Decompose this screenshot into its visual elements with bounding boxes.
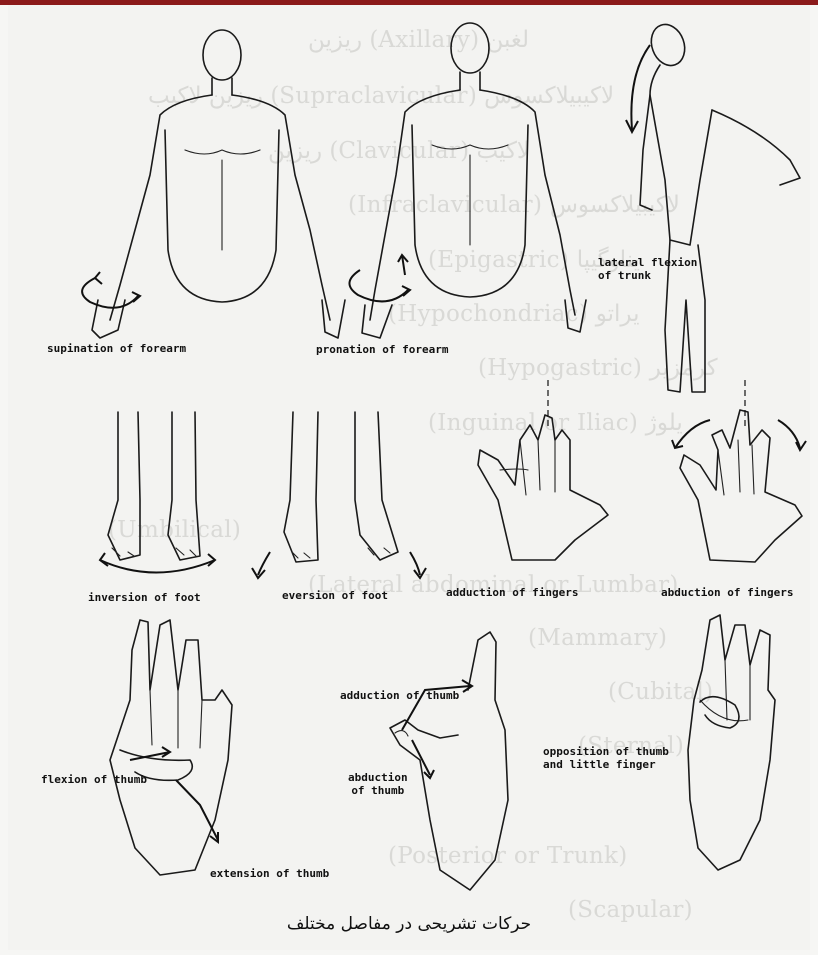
figure-caption: حرکات تشریحی در مفاصل مختلف (0, 914, 818, 934)
figure-lateral-flexion (626, 20, 800, 392)
figure-adduction-fingers (478, 380, 608, 560)
label-adduction-thumb: adduction of thumb (340, 689, 459, 702)
label-flexion-thumb: flexion of thumb (41, 773, 147, 786)
figure-thumb-flexion (110, 620, 232, 875)
label-abduction-thumb: abduction of thumb (348, 771, 408, 797)
label-adduction-fingers: adduction of fingers (446, 586, 578, 599)
figure-inversion (100, 412, 215, 573)
figure-abduction-fingers (672, 380, 806, 562)
label-pronation: pronation of forearm (316, 343, 448, 356)
label-extension-thumb: extension of thumb (210, 867, 329, 880)
figure-supination (82, 30, 345, 338)
label-inversion: inversion of foot (88, 591, 201, 604)
label-abduction-fingers: abduction of fingers (661, 586, 793, 599)
figure-opposition (688, 615, 775, 870)
label-lateral-flexion: lateral flexion of trunk (598, 256, 697, 282)
figure-thumb-abduction (390, 632, 508, 890)
figure-eversion (252, 412, 426, 578)
label-supination: supination of forearm (47, 342, 186, 355)
figure-pronation (349, 23, 586, 338)
label-opposition: opposition of thumb and little finger (543, 745, 669, 771)
label-eversion: eversion of foot (282, 589, 388, 602)
